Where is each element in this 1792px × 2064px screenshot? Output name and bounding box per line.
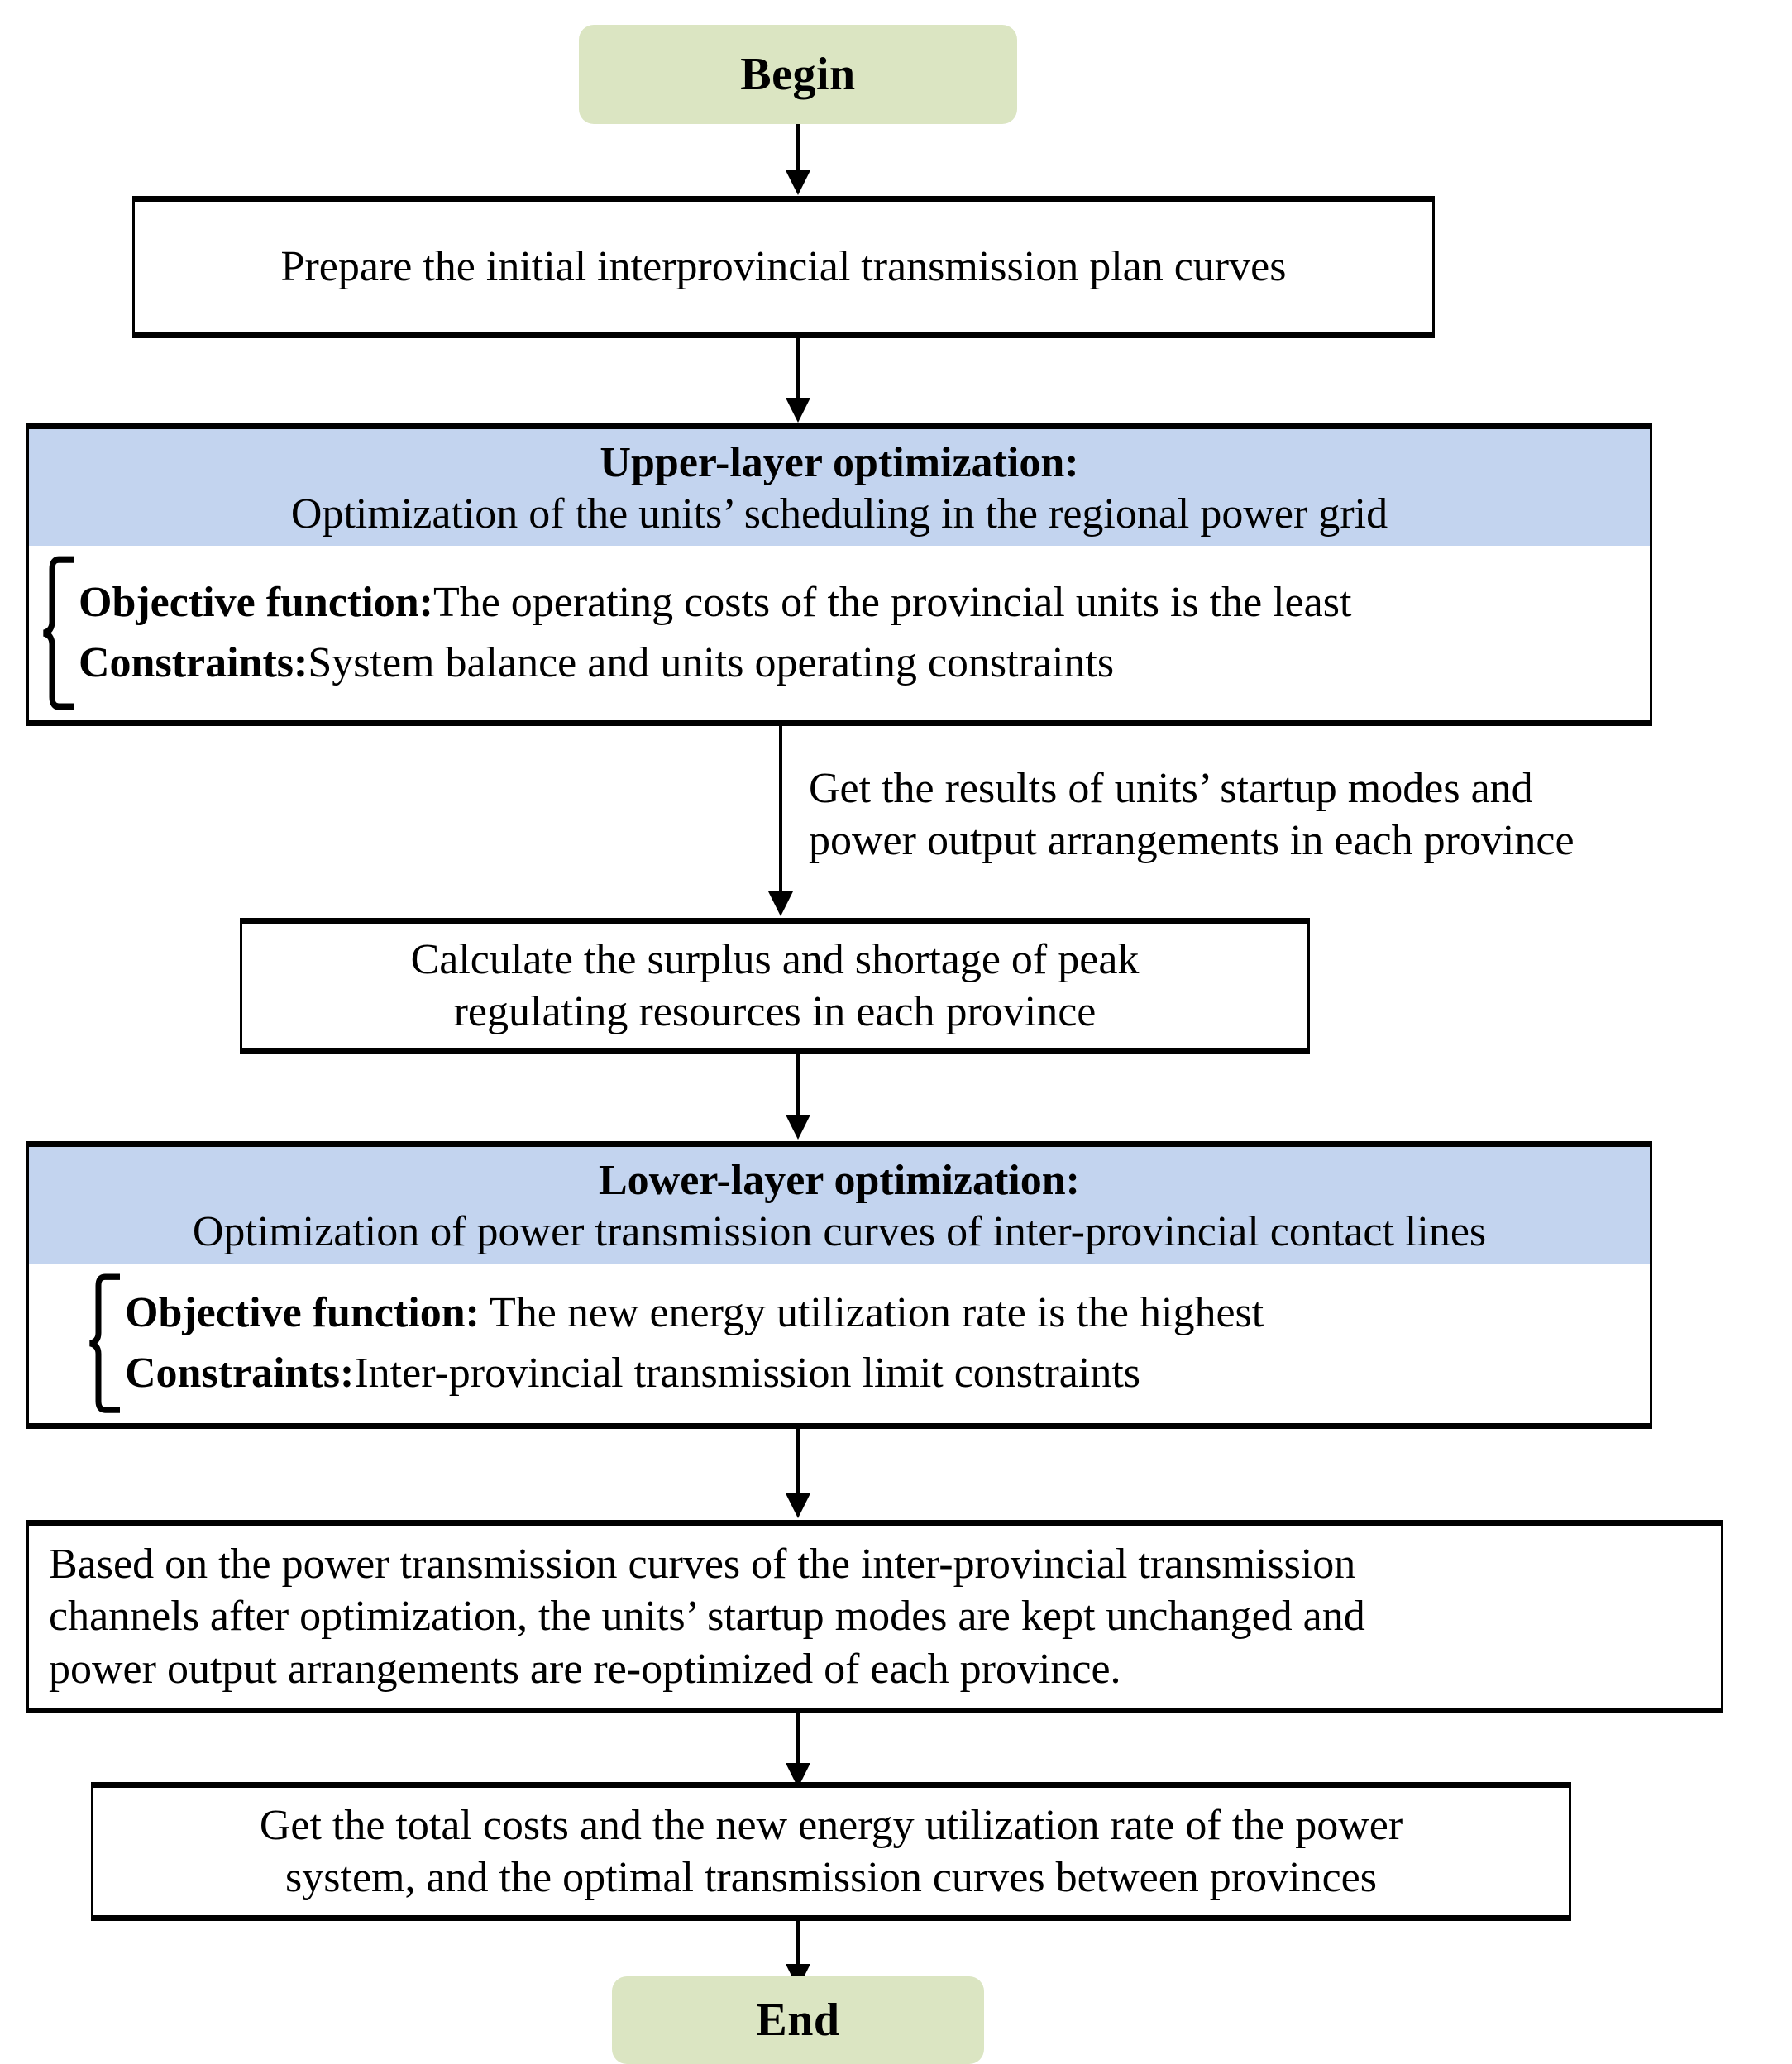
edge-reoptimize-to-results	[786, 1713, 810, 1789]
arrowhead-icon	[786, 1115, 810, 1140]
edge-stem	[796, 338, 800, 399]
node-calculate-surplus[interactable]: Calculate the surplus and shortage of pe…	[240, 918, 1310, 1054]
upper-optimization-title: Upper-layer optimization:	[600, 439, 1079, 486]
edge-upper-to-calculate-label: Get the results of units’ startup modes …	[809, 762, 1575, 867]
lower-constraints-label: Constraints:	[125, 1350, 355, 1398]
arrowhead-icon	[786, 398, 810, 423]
arrowhead-icon	[786, 170, 810, 195]
edge-begin-to-prepare	[786, 124, 810, 197]
upper-optimization-items: Objective function:The operating costs o…	[77, 572, 1351, 695]
node-calculate-line-1: Calculate the surplus and shortage of pe…	[410, 935, 1140, 983]
lower-optimization-body: Objective function: The new energy utili…	[29, 1264, 1650, 1423]
lower-constraints-row: Constraints:Inter-provincial transmissio…	[125, 1343, 1264, 1404]
edge-stem	[796, 1429, 800, 1495]
edge-stem	[796, 124, 800, 172]
upper-objective-label: Objective function:	[79, 578, 433, 626]
lower-optimization-title: Lower-layer optimization:	[599, 1157, 1080, 1204]
upper-optimization-body: Objective function:The operating costs o…	[29, 546, 1650, 720]
node-results-line-1: Get the total costs and the new energy u…	[259, 1801, 1403, 1849]
lower-optimization-subtitle: Optimization of power transmission curve…	[192, 1208, 1487, 1256]
node-results-line-2: system, and the optimal transmission cur…	[285, 1854, 1377, 1901]
lower-constraints-text: Inter-provincial transmission limit cons…	[354, 1350, 1141, 1398]
node-reoptimize[interactable]: Based on the power transmission curves o…	[26, 1520, 1723, 1713]
edge-stem	[779, 726, 782, 893]
node-end[interactable]: End	[612, 1976, 984, 2064]
node-upper-layer-optimization[interactable]: Upper-layer optimization: Optimization o…	[26, 423, 1652, 726]
node-end-label: End	[756, 1995, 840, 2046]
node-lower-layer-optimization[interactable]: Lower-layer optimization: Optimization o…	[26, 1141, 1652, 1429]
edge-stem	[796, 1054, 800, 1116]
node-begin[interactable]: Begin	[579, 25, 1017, 124]
edge-label-line-2: power output arrangements in each provin…	[809, 817, 1575, 865]
node-prepare-line-1: Prepare the initial interprovincial tran…	[280, 243, 1287, 291]
upper-optimization-subtitle: Optimization of the units’ scheduling in…	[290, 490, 1388, 538]
node-reoptimize-line-1: Based on the power transmission curves o…	[49, 1540, 1356, 1588]
edge-calculate-to-lower	[786, 1054, 810, 1143]
node-prepare[interactable]: Prepare the initial interprovincial tran…	[132, 196, 1435, 338]
node-calculate-line-2: regulating resources in each province	[453, 988, 1097, 1035]
upper-objective-text: The operating costs of the provincial un…	[432, 578, 1352, 626]
lower-objective-label: Objective function:	[125, 1288, 480, 1336]
edge-upper-to-calculate	[768, 726, 793, 918]
node-reoptimize-line-3: power output arrangements are re-optimiz…	[49, 1645, 1121, 1693]
curly-brace-icon	[41, 556, 77, 710]
edge-label-line-1: Get the results of units’ startup modes …	[809, 765, 1533, 812]
edge-lower-to-reoptimize	[786, 1429, 810, 1522]
edge-stem	[796, 1921, 800, 1966]
lower-objective-row: Objective function: The new energy utili…	[125, 1283, 1264, 1344]
node-results[interactable]: Get the total costs and the new energy u…	[91, 1782, 1571, 1921]
upper-constraints-label: Constraints:	[79, 639, 308, 687]
lower-objective-text: The new energy utilization rate is the h…	[479, 1288, 1264, 1336]
node-reoptimize-line-2: channels after optimization, the units’ …	[49, 1593, 1365, 1641]
arrowhead-icon	[768, 891, 793, 916]
lower-optimization-header: Lower-layer optimization: Optimization o…	[29, 1147, 1650, 1264]
edge-stem	[796, 1713, 800, 1765]
upper-constraints-text: System balance and units operating const…	[308, 639, 1115, 687]
curly-brace-icon	[87, 1273, 123, 1413]
edge-prepare-to-upper	[786, 338, 810, 426]
upper-optimization-header: Upper-layer optimization: Optimization o…	[29, 429, 1650, 546]
upper-objective-row: Objective function:The operating costs o…	[79, 572, 1351, 633]
lower-optimization-items: Objective function: The new energy utili…	[123, 1283, 1264, 1405]
arrowhead-icon	[786, 1493, 810, 1518]
upper-constraints-row: Constraints:System balance and units ope…	[79, 633, 1351, 694]
node-begin-label: Begin	[740, 49, 856, 100]
